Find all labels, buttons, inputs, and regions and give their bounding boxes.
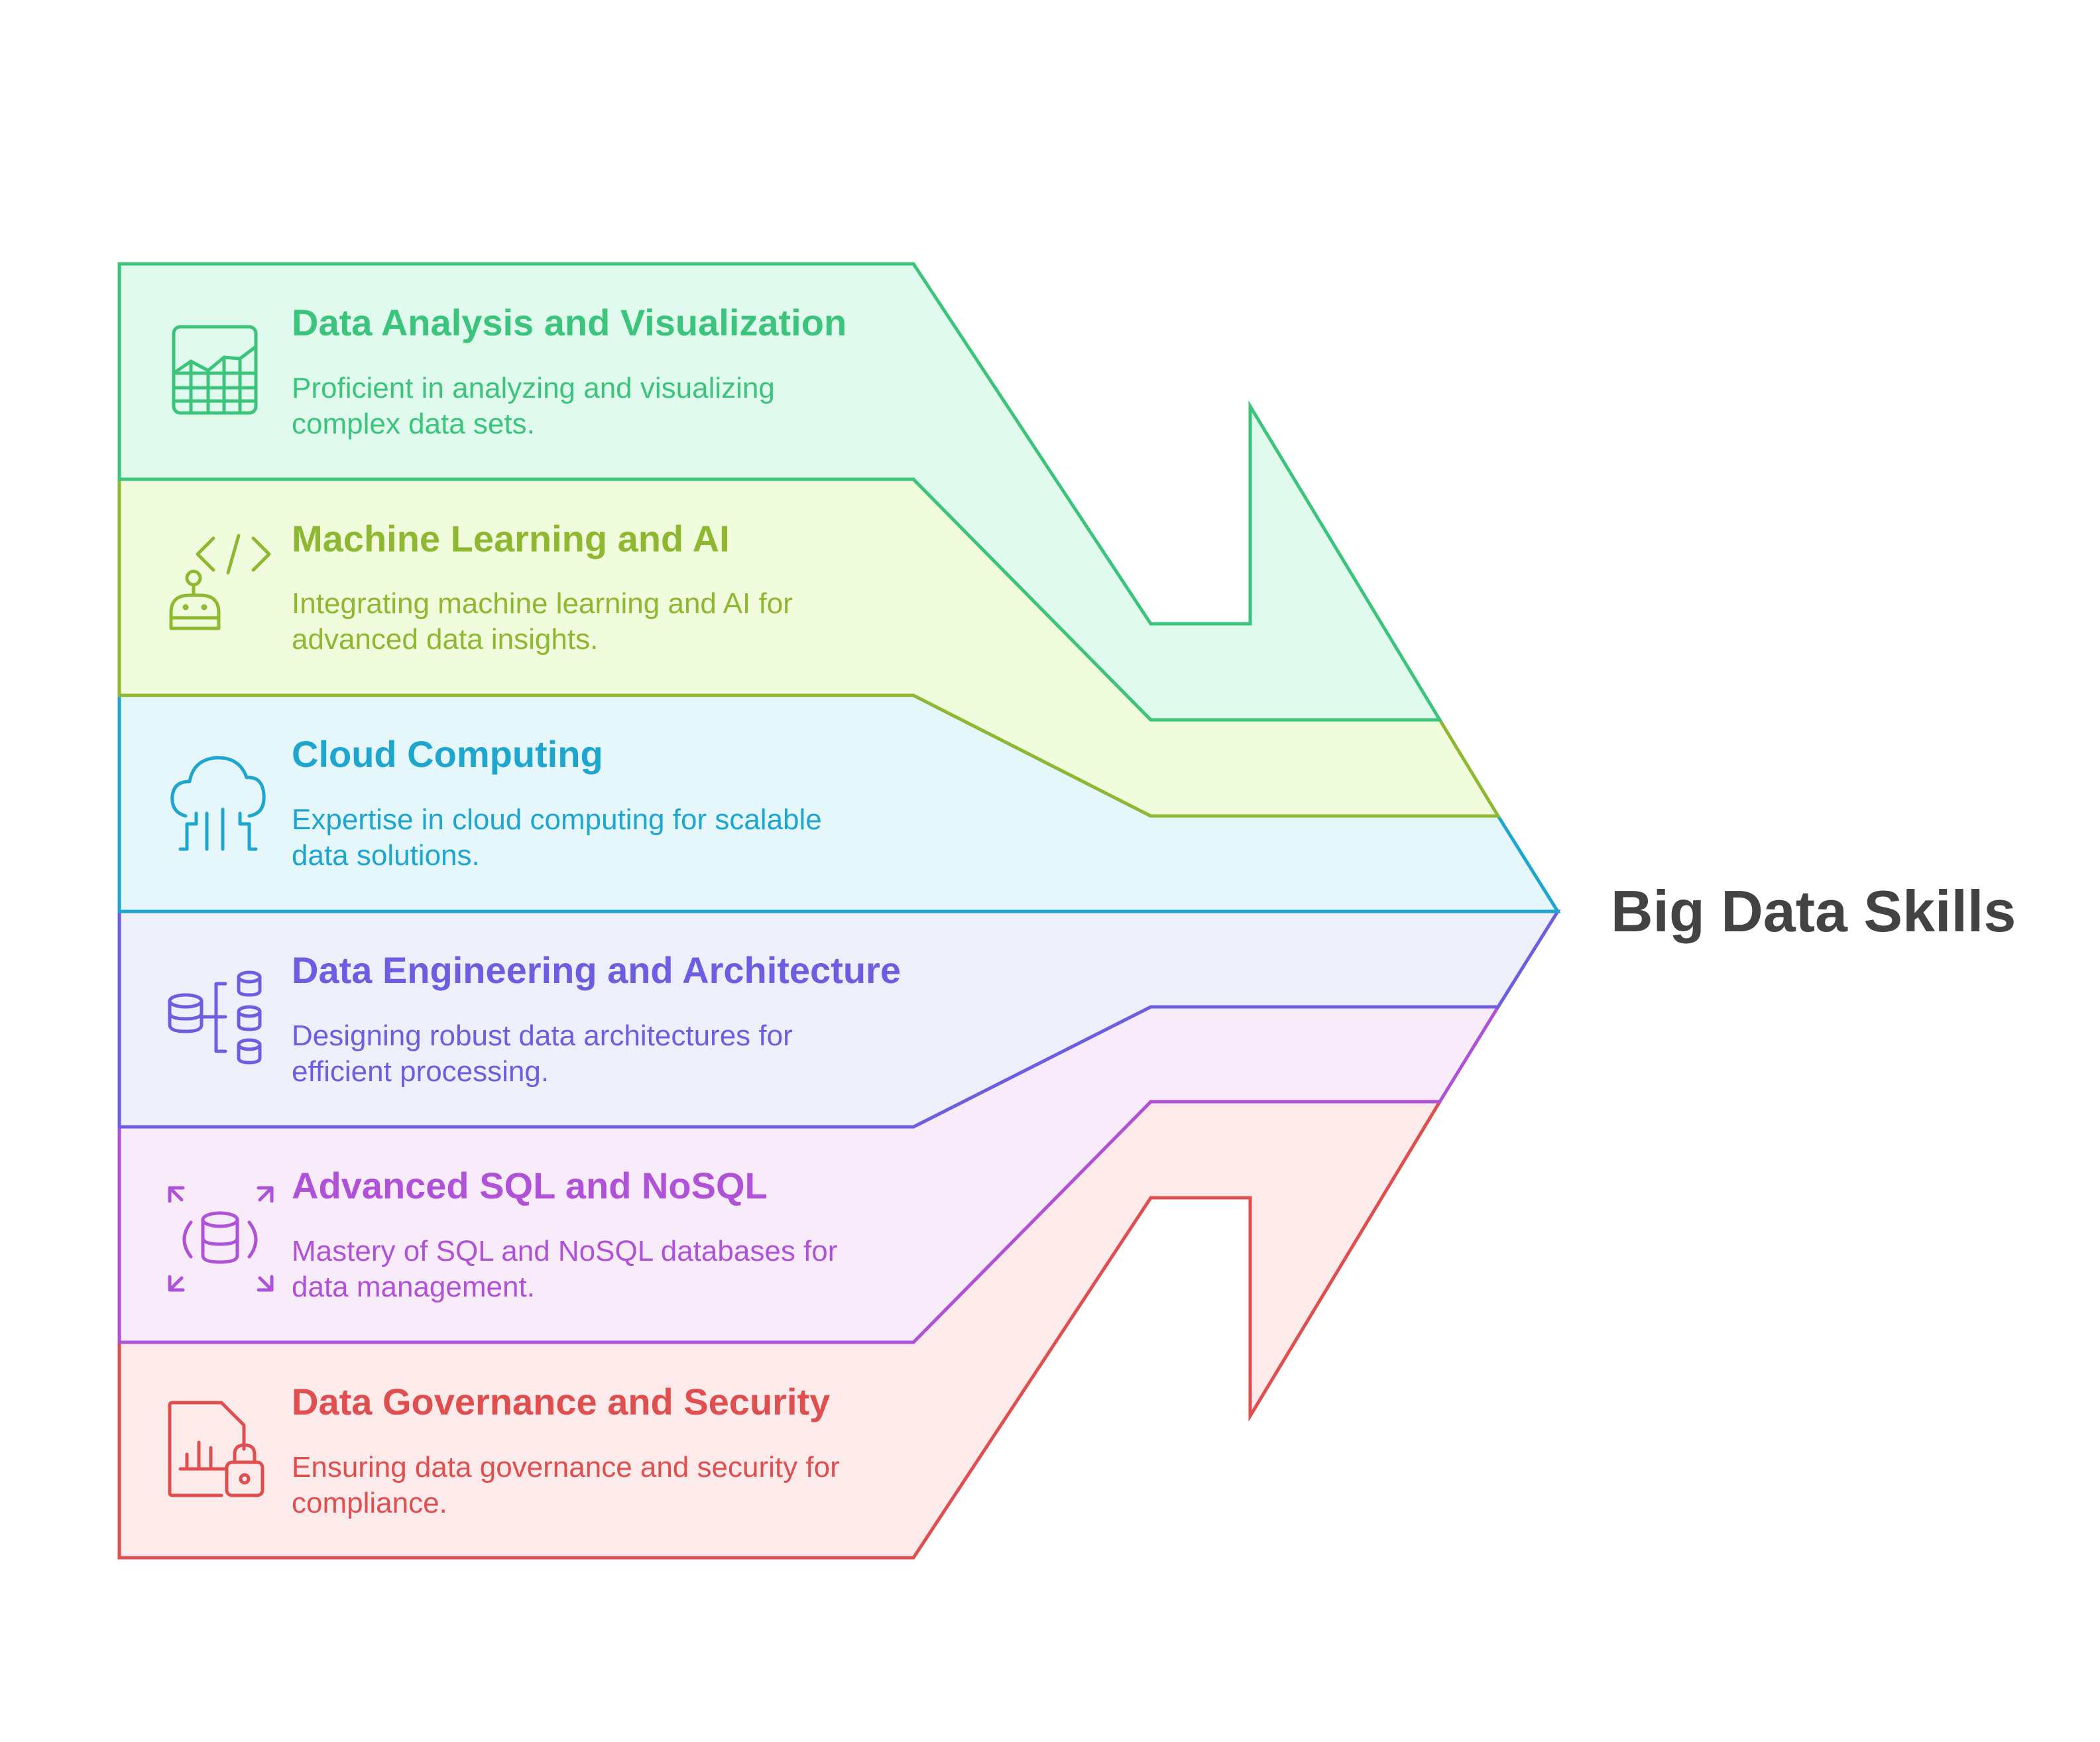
database-tree-icon [168,970,262,1065]
report-lock-icon [168,1401,264,1497]
robot-code-icon [169,534,271,630]
database-expand-icon [168,1186,274,1292]
band-5-description-line-1: Mastery of SQL and NoSQL databases for [292,1235,837,1267]
band-6-title: Data Governance and Security [292,1381,830,1423]
band-5-title: Advanced SQL and NoSQL [292,1165,768,1206]
band-6-description-line-1: Ensuring data governance and security fo… [292,1451,840,1483]
band-2-description-line-2: advanced data insights. [292,623,598,656]
band-5-description-line-2: data management. [292,1271,535,1303]
band-1-description-line-1: Proficient in analyzing and visualizing [292,372,775,404]
band-3-description-line-1: Expertise in cloud computing for scalabl… [292,803,822,836]
band-1-title: Data Analysis and Visualization [292,302,846,343]
cloud-circuit-icon [170,756,266,851]
band-4-description-line-2: efficient processing. [292,1055,549,1088]
band-1-shape [117,262,1443,722]
band-2-description-line-1: Integrating machine learning and AI for [292,587,793,620]
band-4-description-line-1: Designing robust data architectures for [292,1019,793,1052]
band-shapes [117,262,1561,1560]
band-6-description-line-2: compliance. [292,1487,447,1519]
band-2-title: Machine Learning and AI [292,518,730,559]
center-label: Big Data Skills [1611,878,2016,944]
band-texts: Data Analysis and Visualization Proficie… [292,302,901,1519]
band-4-title: Data Engineering and Architecture [292,949,901,991]
chart-grid-icon [172,325,258,415]
band-1-description-line-2: complex data sets. [292,408,535,440]
band-3-description-line-2: data solutions. [292,839,480,872]
band-3-title: Cloud Computing [292,733,603,775]
band-icons [168,325,274,1497]
